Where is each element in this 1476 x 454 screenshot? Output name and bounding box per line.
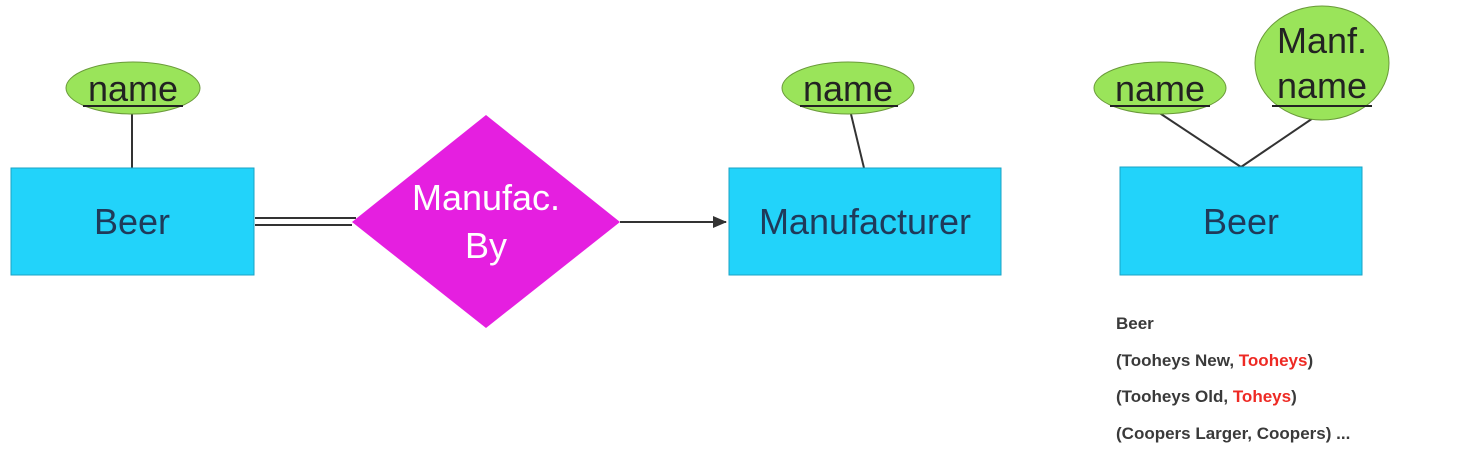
beer-name-attribute [65,61,201,115]
manufacturer-name-attribute-label: name [803,68,893,109]
manufacturer-name-connector [849,109,865,169]
right-beer-name-connector [1157,111,1242,168]
beer-instances: Beer (Tooheys New, Tooheys) (Tooheys Old… [1116,306,1350,452]
right-manf-name-label-line1: Manf. [1277,20,1367,61]
instance-beer: (Tooheys Old, [1116,387,1233,406]
right-beer-manf-name-connector [1240,111,1323,168]
relationship-label-line2: By [465,225,507,266]
beer-entity-label: Beer [94,201,170,242]
instance-manufacturer: Toheys [1232,387,1292,406]
manufacturer-name-attribute [781,61,915,115]
right-beer-entity-label: Beer [1203,201,1279,242]
manufacturer-entity [728,167,1002,276]
right-name-attribute-label: name [1115,68,1205,109]
instance-row: (Tooheys New, Tooheys) [1116,343,1350,380]
right-beer-entity [1119,166,1363,276]
instance-beer: (Tooheys New, [1116,350,1239,370]
instance-close: ) ... [1325,423,1351,443]
instance-close: ) [1307,350,1314,370]
relationship-label-line1: Manufac. [412,177,560,218]
beer-name-attribute-label: name [88,68,178,109]
right-manf-name-attribute [1254,5,1390,121]
right-name-attribute [1093,61,1227,115]
manufactured-by-relationship [352,115,620,328]
instance-row: (Tooheys Old, Toheys) [1116,379,1350,416]
instance-close: ) [1291,387,1297,406]
manufacturer-entity-label: Manufacturer [759,201,971,242]
instance-manufacturer: Tooheys [1238,350,1308,370]
instance-manufacturer: Coopers [1256,423,1326,443]
right-manf-name-label-line2: name [1277,65,1367,106]
instance-beer: (Coopers Larger, [1116,423,1257,443]
instances-heading: Beer [1116,314,1154,333]
beer-entity [10,167,255,276]
instance-row: (Coopers Larger, Coopers) ... [1116,416,1350,453]
